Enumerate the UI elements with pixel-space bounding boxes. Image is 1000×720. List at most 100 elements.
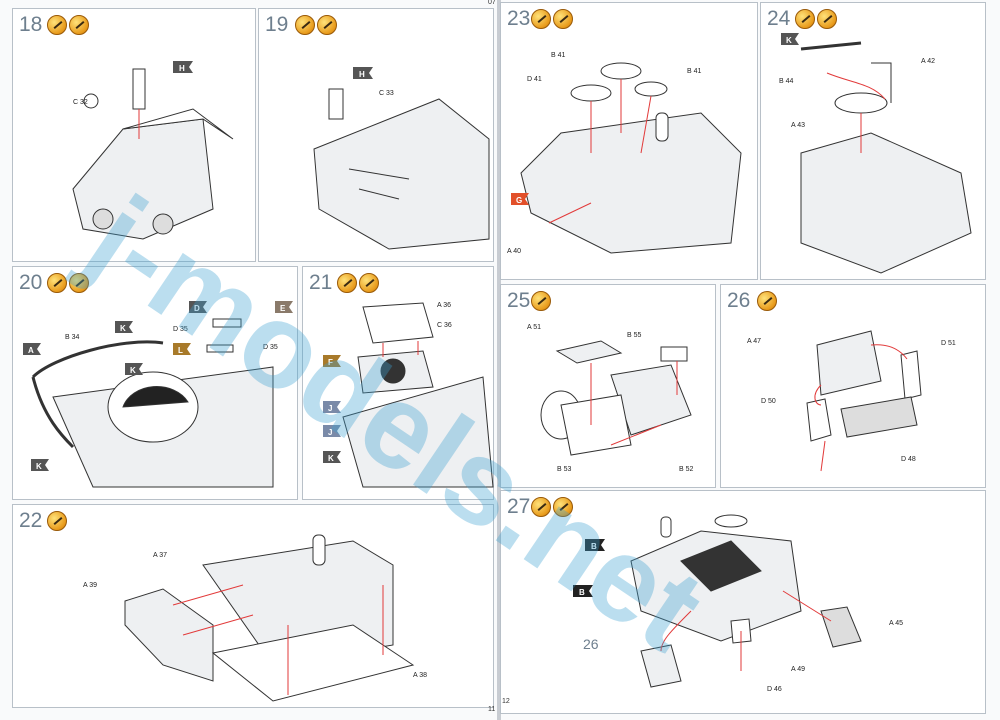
callout-label: A 49 (791, 666, 805, 673)
cement-icon (531, 291, 551, 311)
step-number: 24 (767, 7, 791, 30)
callout-label: D 35 (173, 326, 188, 333)
callout-label: D 35 (263, 344, 278, 351)
tool-icons (47, 273, 89, 293)
step-24-panel: 24 B 44 A 42 A 43 K (760, 2, 986, 280)
decal-flag-b: B (579, 588, 585, 597)
cement-icon (295, 15, 315, 35)
step-23-panel: 23 B 41 D 41 B 41 A 40 G (500, 2, 758, 280)
cement-icon (795, 9, 815, 29)
step-number: 27 (507, 495, 531, 518)
tool-icons (337, 273, 379, 293)
step-number: 25 (507, 289, 531, 312)
decal-flag-j: J (328, 404, 332, 413)
tool-icons (47, 511, 67, 531)
decal-flag-k: K (36, 462, 42, 471)
callout-label: B 34 (65, 334, 80, 341)
step-19-panel: 19 C 33 H (258, 8, 494, 262)
cement-icon (47, 15, 67, 35)
step-25-panel: 25 A 51 B 55 B 53 B 52 (500, 284, 716, 488)
step-20-drawing: B 34 D 35 D 35 A K K K L D E (23, 301, 293, 488)
callout-label: A 39 (83, 582, 97, 589)
step-22-drawing: A 37 A 39 A 38 (83, 534, 427, 702)
step-27-drawing: A 45 A 49 D 46 B B 26 (573, 514, 903, 693)
callout-label: A 45 (889, 620, 903, 627)
callout-label: D 50 (761, 398, 776, 405)
decal-flag-j: J (328, 428, 332, 437)
callout-label: A 38 (413, 672, 427, 679)
step-27-panel: 27 A 45 A 49 D 46 B B 26 (500, 490, 986, 714)
paint-icon (553, 497, 573, 517)
decal-flag-k: K (130, 366, 136, 375)
callout-label: D 46 (767, 686, 782, 693)
tool-icons (47, 15, 89, 35)
callout-label: B 44 (779, 78, 794, 85)
page-number-right: 12 (502, 698, 510, 705)
tool-icons (531, 9, 573, 29)
decal-flag-k: K (120, 324, 126, 333)
cement-icon (337, 273, 357, 293)
callout-label: D 51 (941, 340, 956, 347)
cement-icon (757, 291, 777, 311)
step-19-drawing: C 33 H (313, 67, 490, 250)
decal-flag-e: E (280, 304, 286, 313)
tool-icons (531, 497, 573, 517)
decal-flag-h: H (179, 64, 185, 73)
decal-flag-l: L (178, 346, 183, 355)
callout-label: A 37 (153, 552, 167, 559)
step-24-drawing: B 44 A 42 A 43 K (779, 33, 972, 274)
callout-label: B 53 (557, 466, 572, 473)
step-number: 21 (309, 271, 333, 294)
step-26-panel: 26 A 47 D 51 D 50 D 48 (720, 284, 986, 488)
paint-icon (817, 9, 837, 29)
step-number: 18 (19, 13, 43, 36)
paint-icon (359, 273, 379, 293)
step-18-drawing: C 32 H (72, 61, 234, 240)
callout-label: A 43 (791, 122, 805, 129)
callout-label: A 36 (437, 302, 451, 309)
callout-label: D 41 (527, 76, 542, 83)
step-reference: 26 (583, 636, 599, 652)
callout-label: D 48 (901, 456, 916, 463)
decal-flag-f: F (328, 358, 333, 367)
callout-label: B 55 (627, 332, 642, 339)
step-23-drawing: B 41 D 41 B 41 A 40 G (507, 52, 742, 255)
callout-label: A 47 (747, 338, 761, 345)
decal-flag-h: H (359, 70, 365, 79)
decal-flag-d: D (194, 304, 200, 313)
decal-flag-a: A (28, 346, 34, 355)
callout-label: C 36 (437, 322, 452, 329)
paint-icon (69, 273, 89, 293)
step-number: 22 (19, 509, 43, 532)
top-mark: 07 (488, 0, 496, 6)
page-number-left: 11 (488, 706, 496, 713)
cement-icon (531, 9, 551, 29)
step-25-drawing: A 51 B 55 B 53 B 52 (527, 324, 694, 473)
callout-label: B 41 (687, 68, 702, 75)
tool-icons (295, 15, 337, 35)
cement-icon (47, 273, 67, 293)
step-21-panel: 21 A 36 C 36 F J J K (302, 266, 494, 500)
page-gutter (497, 0, 501, 720)
step-21-drawing: A 36 C 36 F J J K (323, 302, 494, 488)
tool-icons (795, 9, 837, 29)
cement-icon (531, 497, 551, 517)
step-20-panel: 20 B 34 D 35 D 35 A K K K L (12, 266, 298, 500)
decal-flag-b: B (591, 542, 597, 551)
callout-label: C 32 (73, 99, 88, 106)
decal-flag-k: K (328, 454, 334, 463)
step-number: 23 (507, 7, 531, 30)
callout-label: C 33 (379, 90, 394, 97)
tool-icons (531, 291, 551, 311)
paint-icon (553, 9, 573, 29)
callout-label: A 51 (527, 324, 541, 331)
callout-label: B 52 (679, 466, 694, 473)
decal-flag-k: K (786, 36, 792, 45)
step-26-drawing: A 47 D 51 D 50 D 48 (747, 330, 956, 472)
callout-label: B 41 (551, 52, 566, 59)
callout-label: A 40 (507, 248, 521, 255)
step-22-panel: 22 A 37 A 39 A 38 (12, 504, 494, 708)
callout-label: A 42 (921, 58, 935, 65)
step-18-panel: 18 C 32 H (12, 8, 256, 262)
cement-icon (47, 511, 67, 531)
